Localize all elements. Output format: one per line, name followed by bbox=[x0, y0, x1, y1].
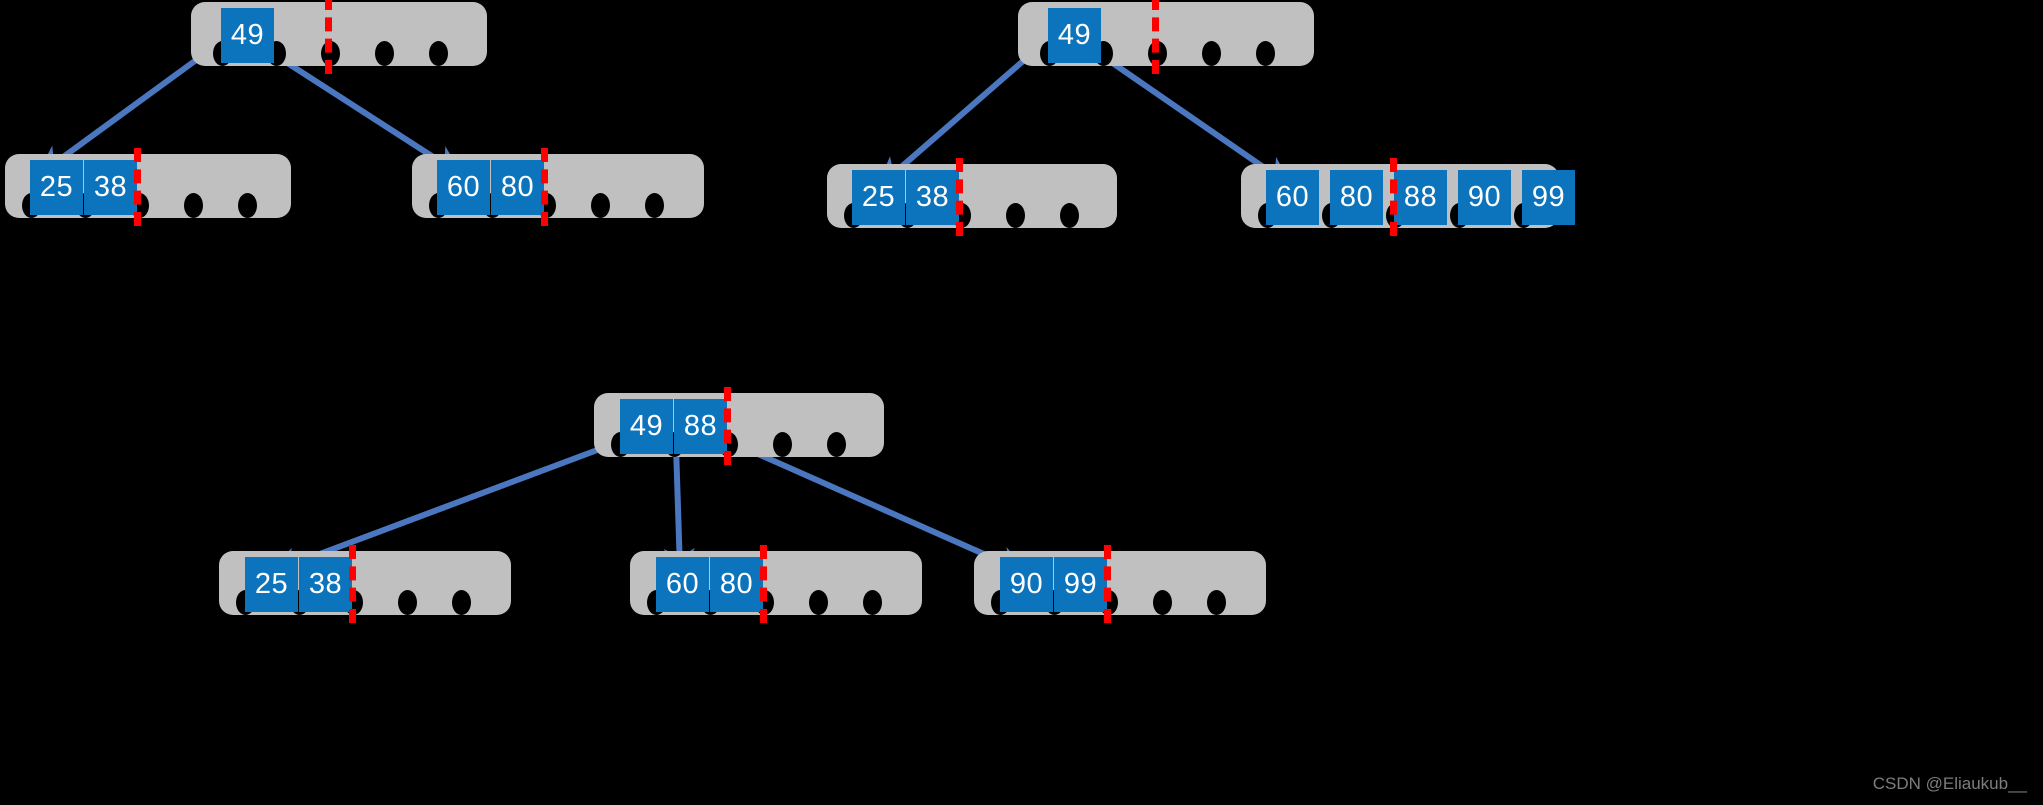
node-slot-container: 49 bbox=[191, 0, 487, 74]
child-pointer-dot bbox=[1006, 203, 1025, 228]
key-cell: 49 bbox=[620, 399, 673, 454]
tree-edge-arrow bbox=[1099, 52, 1293, 188]
key-cell: 38 bbox=[906, 170, 959, 225]
child-pointer-dot bbox=[591, 193, 610, 218]
node-slot-container: 49 bbox=[1018, 0, 1314, 74]
key-cell: 99 bbox=[1054, 557, 1107, 612]
key-cell: 38 bbox=[299, 557, 352, 612]
btree-node-root-b: 49 bbox=[1018, 0, 1314, 74]
btree-node-root-a: 49 bbox=[191, 0, 487, 74]
child-pointer-dot bbox=[184, 193, 203, 218]
key-cell: 99 bbox=[1522, 170, 1575, 225]
key-cell: 80 bbox=[1330, 170, 1383, 225]
watermark-label: CSDN @Eliaukub__ bbox=[1872, 774, 2027, 793]
child-pointer-dot bbox=[773, 432, 792, 457]
key-cell: 25 bbox=[30, 160, 83, 215]
key-cell: 60 bbox=[656, 557, 709, 612]
child-pointer-dot bbox=[809, 590, 828, 615]
key-cell: 38 bbox=[84, 160, 137, 215]
split-indicator-line bbox=[541, 148, 548, 226]
child-pointer-dot bbox=[452, 590, 471, 615]
split-indicator-line bbox=[1390, 158, 1397, 236]
split-indicator-line bbox=[1104, 545, 1111, 623]
key-cell: 88 bbox=[1394, 170, 1447, 225]
child-pointer-dot bbox=[1202, 41, 1221, 66]
child-pointer-dot bbox=[827, 432, 846, 457]
key-cell: 25 bbox=[245, 557, 298, 612]
child-pointer-dot bbox=[645, 193, 664, 218]
key-cell: 49 bbox=[221, 8, 274, 63]
key-cell: 80 bbox=[491, 160, 544, 215]
split-indicator-line bbox=[956, 158, 963, 236]
child-pointer-dot bbox=[1060, 203, 1079, 228]
child-pointer-dot bbox=[1207, 590, 1226, 615]
key-cell: 25 bbox=[852, 170, 905, 225]
child-pointer-dot bbox=[398, 590, 417, 615]
split-indicator-line bbox=[760, 545, 767, 623]
child-pointer-dot bbox=[238, 193, 257, 218]
child-pointer-dot bbox=[1256, 41, 1275, 66]
split-indicator-line bbox=[325, 0, 332, 74]
key-cell: 60 bbox=[437, 160, 490, 215]
child-pointer-dot bbox=[1153, 590, 1172, 615]
child-pointer-dot bbox=[863, 590, 882, 615]
key-cell: 80 bbox=[710, 557, 763, 612]
split-indicator-line bbox=[1152, 0, 1159, 74]
key-cell: 49 bbox=[1048, 8, 1101, 63]
key-cell: 60 bbox=[1266, 170, 1319, 225]
key-cell: 90 bbox=[1458, 170, 1511, 225]
key-cell: 88 bbox=[674, 399, 727, 454]
split-indicator-line bbox=[349, 545, 356, 623]
split-indicator-line bbox=[724, 387, 731, 465]
child-pointer-dot bbox=[429, 41, 448, 66]
key-cell: 90 bbox=[1000, 557, 1053, 612]
child-pointer-dot bbox=[375, 41, 394, 66]
split-indicator-line bbox=[134, 148, 141, 226]
